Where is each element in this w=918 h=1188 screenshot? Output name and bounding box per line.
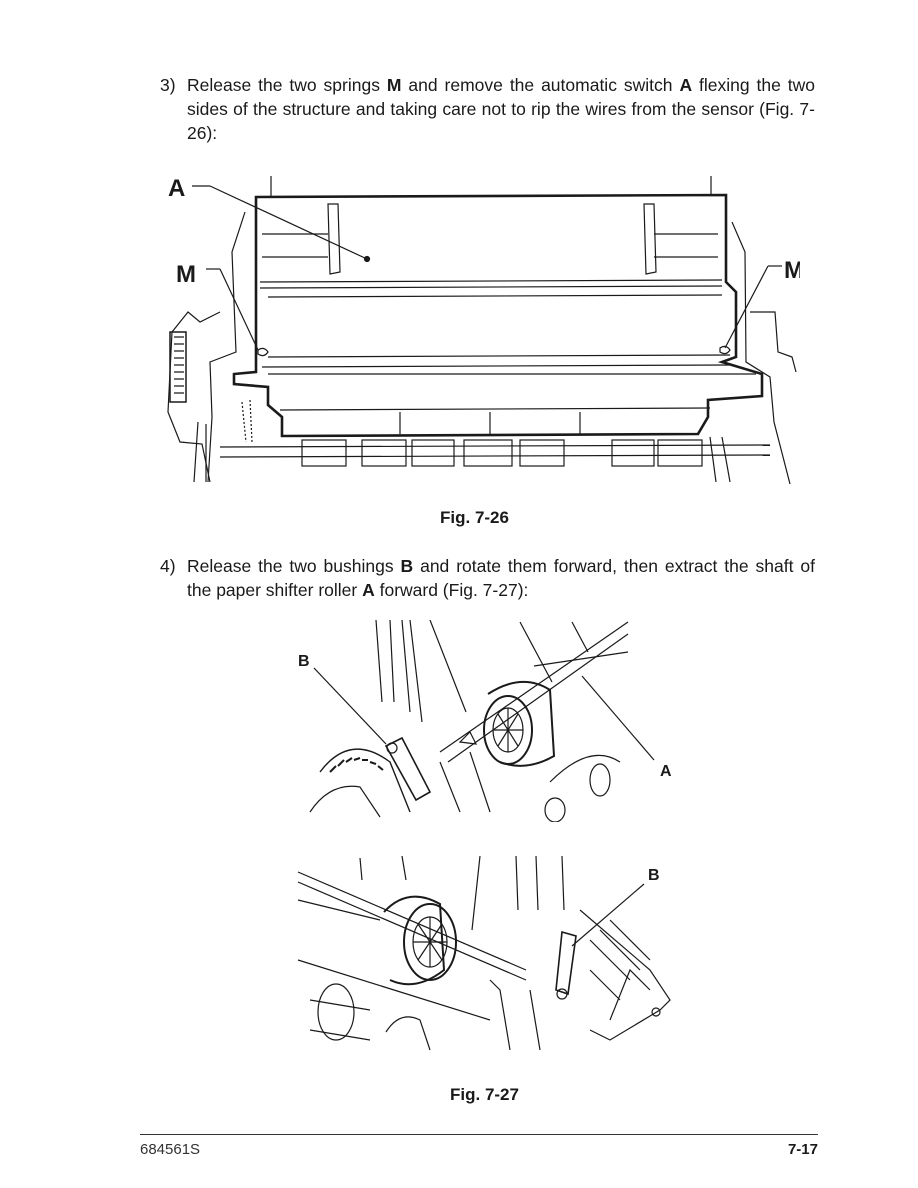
figure-7-27-top: B A [298,619,672,822]
page-number: 7-17 [787,1141,818,1158]
part-label: B [400,556,414,576]
figure-7-27-bottom: B [297,855,671,1051]
step-text: Release the two bushings B and rotate th… [187,554,815,602]
part-label: A [679,75,693,95]
label-m-left: M [176,261,196,288]
step-text: Release the two springs M and remove the… [187,73,815,145]
step-number: 4) [160,556,176,576]
document-code: 684561S [140,1141,201,1158]
text-part: forward (Fig. 7-27): [374,580,529,600]
footer-divider [140,1134,818,1135]
figure-7-26: A M M [167,175,800,485]
text-part: and rotate them forward, then extract th… [187,556,815,600]
label-b: B [298,653,310,670]
text-part: Release the two bushings [187,556,401,576]
part-label: M [386,75,402,95]
figure-caption: Fig. 7-27 [450,1085,519,1104]
step-number: 3) [160,75,176,95]
text-part: flexing the two sides of the structure a… [187,75,816,143]
step-4: 4) Release the two bushings B and rotate… [160,554,815,606]
label-a: A [660,763,672,780]
figure-caption: Fig. 7-26 [440,508,509,527]
text-part: Release the two springs [187,75,387,95]
step-3: 3) Release the two springs M and remove … [160,73,815,149]
label-m-right: M [784,257,800,284]
label-b: B [648,867,660,884]
label-a: A [168,175,185,202]
text-part: and remove the automatic switch [401,75,680,95]
part-label: A [362,580,375,600]
